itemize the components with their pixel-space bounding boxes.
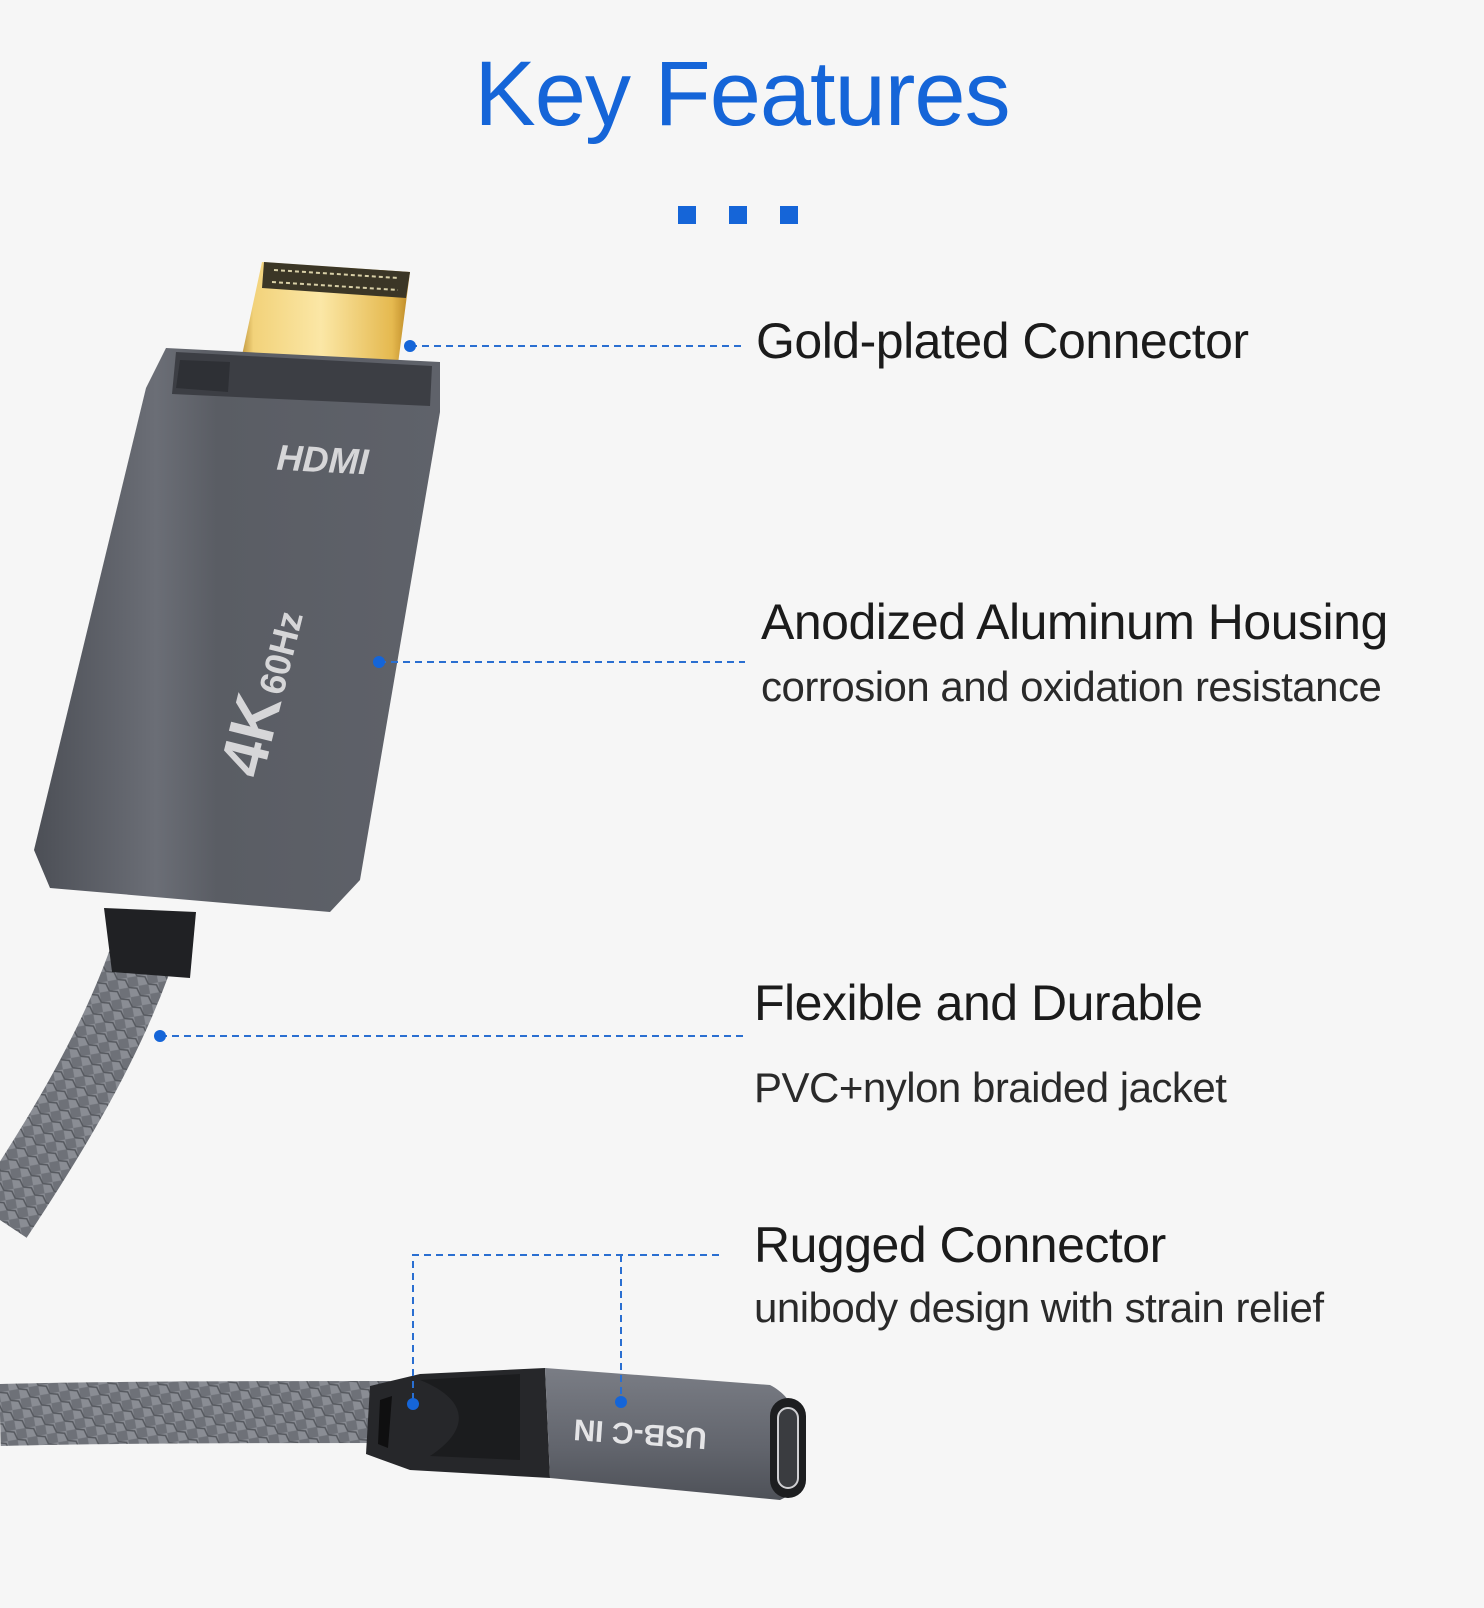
feature-gold-plated-connector: Gold-plated Connector xyxy=(756,314,1249,369)
hdmi-housing: HDMI 4K 60Hz xyxy=(34,348,440,912)
braided-cable xyxy=(0,920,391,1446)
title-dots-decoration xyxy=(678,206,798,224)
feature-heading: Anodized Aluminum Housing xyxy=(761,594,1388,650)
feature-subtitle: unibody design with strain relief xyxy=(754,1284,1324,1331)
dot-square xyxy=(678,206,696,224)
feature-heading: Gold-plated Connector xyxy=(756,313,1249,369)
feature-subtitle: corrosion and oxidation resistance xyxy=(761,663,1382,710)
feature-heading: Rugged Connector xyxy=(754,1217,1166,1273)
hdmi-strain-relief xyxy=(104,908,196,978)
feature-rugged-connector: Rugged Connector unibody design with str… xyxy=(754,1218,1324,1331)
feature-subtitle: PVC+nylon braided jacket xyxy=(754,1064,1227,1111)
page-title: Key Features xyxy=(474,43,1010,145)
hdmi-logo-text: HDMI xyxy=(276,437,371,483)
usb-c-connector: USB-C IN xyxy=(366,1368,806,1500)
feature-heading: Flexible and Durable xyxy=(754,975,1203,1031)
feature-flexible-durable: Flexible and Durable PVC+nylon braided j… xyxy=(754,975,1227,1111)
callout-lines xyxy=(160,345,745,1400)
callout-anchor-dots xyxy=(154,340,627,1410)
feature-aluminum-housing: Anodized Aluminum Housing corrosion and … xyxy=(761,595,1388,710)
callout-line-rugged xyxy=(412,1254,720,1400)
dot-square xyxy=(729,206,747,224)
dot-square xyxy=(780,206,798,224)
